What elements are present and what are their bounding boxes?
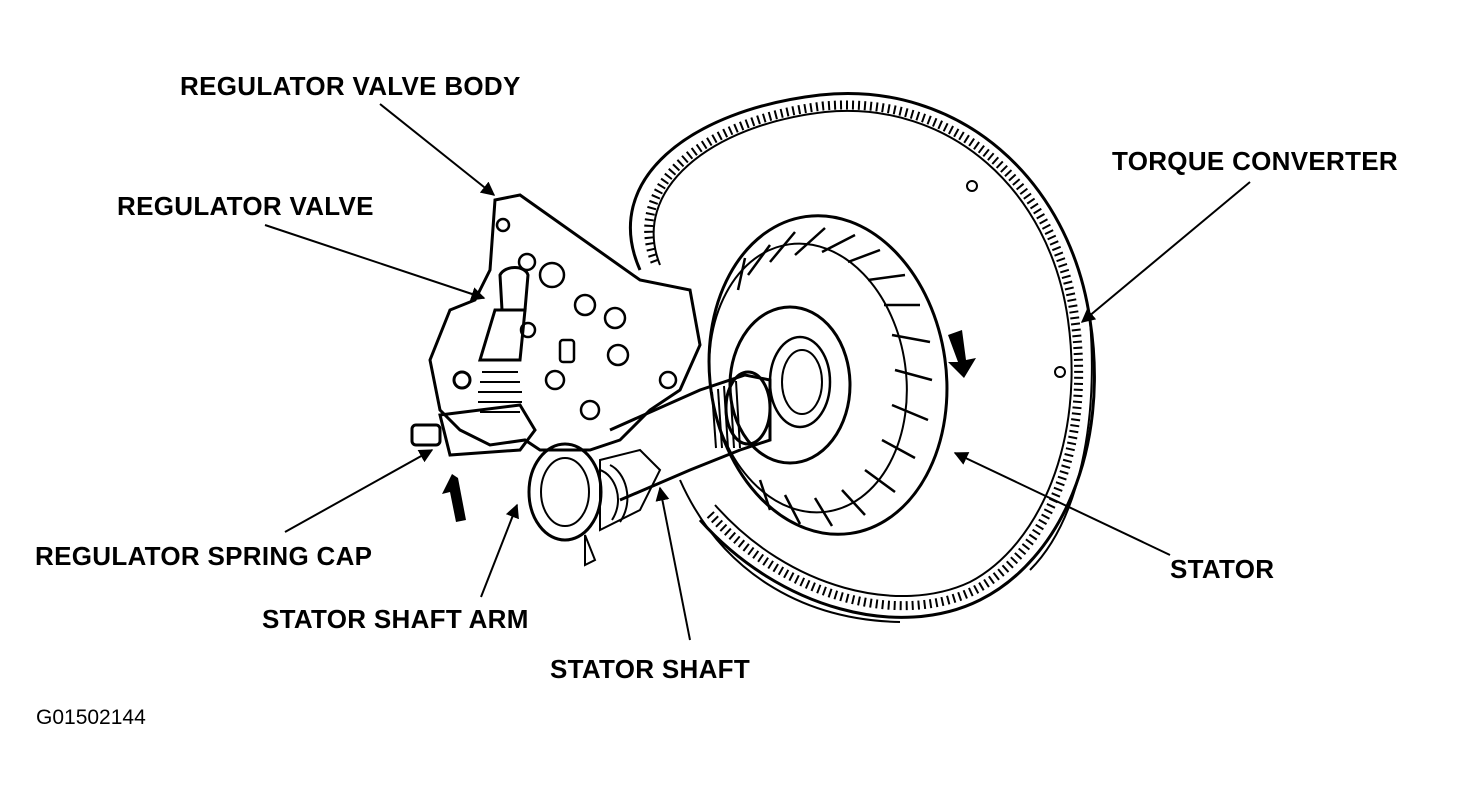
leader-lines — [264, 103, 1251, 641]
ring-gear-teeth — [644, 100, 1084, 611]
regulator-valve-body — [410, 193, 702, 457]
stator-shaft — [527, 370, 772, 567]
label-torque-converter: TORQUE CONVERTER — [1112, 146, 1399, 176]
torque-converter — [628, 92, 1096, 623]
label-regulator-valve: REGULATOR VALVE — [117, 191, 374, 221]
label-stator: STATOR — [1170, 554, 1275, 584]
label-stator-shaft-arm: STATOR SHAFT ARM — [262, 604, 529, 634]
label-regulator-valve-body: REGULATOR VALVE BODY — [180, 71, 521, 101]
stator — [707, 214, 949, 536]
label-stator-shaft: STATOR SHAFT — [550, 654, 751, 684]
figure-code: G01502144 — [36, 706, 146, 729]
regulator-spring-cap — [410, 370, 537, 457]
direction-arrows — [442, 330, 976, 522]
regulator-valve — [477, 266, 530, 413]
label-regulator-spring-cap: REGULATOR SPRING CAP — [35, 541, 373, 571]
